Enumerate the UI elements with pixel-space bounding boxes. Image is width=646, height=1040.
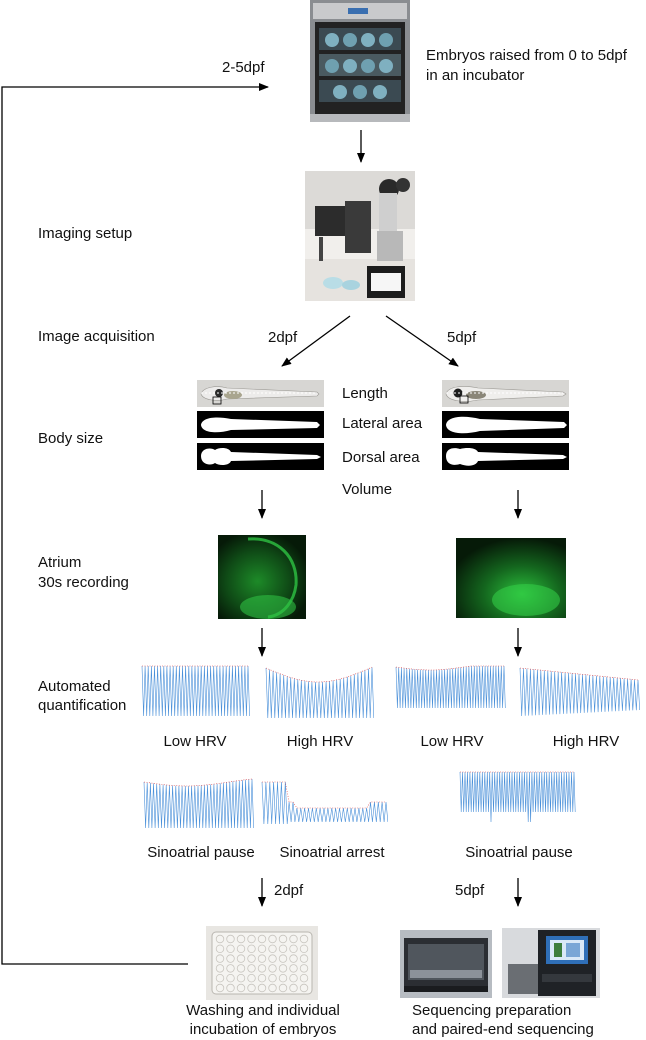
outcome-left-line2: incubation of embryos	[168, 1020, 358, 1040]
label-2dpf-high-hrv: High HRV	[260, 732, 380, 752]
atrium-5dpf-fluorescence	[456, 538, 566, 618]
label-2dpf-sinoatrial-pause: Sinoatrial pause	[136, 843, 266, 863]
measurement-length: Length	[342, 384, 388, 404]
label-5dpf-high-hrv: High HRV	[526, 732, 646, 752]
label-5dpf-low-hrv: Low HRV	[402, 732, 502, 752]
fish-2dpf-lateral-mask	[197, 411, 324, 438]
loop-line	[2, 87, 268, 964]
trace-line	[520, 668, 640, 716]
outcome-right-line1: Sequencing preparation	[412, 1001, 571, 1021]
label-5dpf-sinoatrial-pause: Sinoatrial pause	[454, 843, 584, 863]
trace-5dpf-high-hrv	[518, 660, 640, 722]
trace-line	[142, 666, 250, 716]
fish-5dpf-lateral-mask	[442, 411, 569, 438]
trace-line	[144, 779, 254, 828]
peak-markers	[266, 667, 372, 682]
sequencing-prep-photo	[400, 930, 492, 998]
final-right-age: 5dpf	[455, 881, 484, 901]
final-left-age: 2dpf	[274, 881, 303, 901]
stage-atrium-line2: 30s recording	[38, 573, 129, 593]
trace-line	[262, 782, 388, 824]
measurement-lateral-area: Lateral area	[342, 414, 422, 434]
stage-imaging-setup: Imaging setup	[38, 224, 132, 244]
trace-2dpf-sinoatrial-pause	[142, 774, 254, 832]
measurement-dorsal-area: Dorsal area	[342, 448, 420, 468]
trace-line	[460, 772, 575, 822]
stage-automated-line2: quantification	[38, 696, 126, 716]
atrium-2dpf-fluorescence	[218, 535, 306, 619]
stage-atrium-line1: Atrium	[38, 553, 81, 573]
trace-2dpf-low-hrv	[140, 662, 250, 720]
outcome-right-line2: and paired-end sequencing	[412, 1020, 594, 1040]
stage-image-acquisition: Image acquisition	[38, 327, 155, 347]
branch-left-age: 2dpf	[268, 328, 297, 348]
trace-5dpf-sinoatrial-pause	[458, 768, 576, 828]
label-2dpf-low-hrv: Low HRV	[145, 732, 245, 752]
incubator-photo	[310, 0, 410, 122]
trace-2dpf-sinoatrial-arrest	[260, 768, 388, 832]
fish-5dpf-brightfield	[442, 380, 569, 407]
stage-automated-line1: Automated	[38, 677, 111, 697]
outcome-left-line1: Washing and individual	[168, 1001, 358, 1021]
microscope-photo	[305, 171, 415, 301]
trace-line	[396, 666, 505, 708]
measurement-volume: Volume	[342, 480, 392, 500]
incubator-caption-line1: Embryos raised from 0 to 5dpf	[426, 46, 627, 66]
fish-5dpf-dorsal-mask	[442, 443, 569, 470]
incubator-caption-line2: in an incubator	[426, 66, 524, 86]
sequencer-photo	[502, 928, 600, 998]
fish-2dpf-brightfield	[197, 380, 324, 407]
well-plate-photo	[206, 926, 318, 1000]
loop-label: 2-5dpf	[222, 58, 265, 78]
trace-2dpf-high-hrv	[264, 662, 374, 722]
branch-right-age: 5dpf	[447, 328, 476, 348]
trace-5dpf-low-hrv	[394, 664, 506, 712]
fish-2dpf-dorsal-mask	[197, 443, 324, 470]
stage-body-size: Body size	[38, 429, 103, 449]
label-2dpf-sinoatrial-arrest: Sinoatrial arrest	[268, 843, 396, 863]
